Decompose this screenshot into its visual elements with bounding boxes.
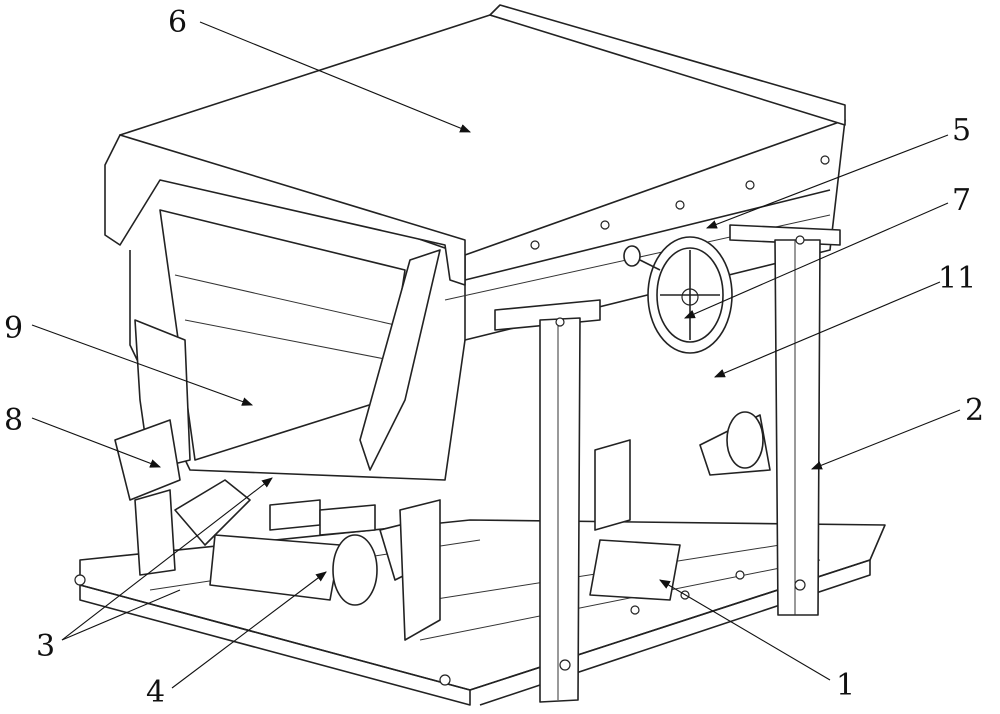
label-4: 4: [146, 675, 165, 710]
label-11: 11: [938, 261, 976, 296]
label-6: 6: [168, 5, 187, 40]
uprights: [114, 224, 841, 703]
label-3: 3: [36, 629, 55, 664]
label-2: 2: [965, 393, 984, 428]
top-bolts: [530, 155, 830, 250]
label-9: 9: [4, 311, 23, 346]
handwheel: [623, 236, 733, 354]
label-1: 1: [836, 668, 855, 703]
chute: [134, 209, 441, 471]
reference-labels: 6 5 7 11 9 8 2 3 4 1: [4, 5, 984, 710]
leader-lines: [31, 21, 961, 689]
label-7: 7: [952, 183, 971, 218]
label-5: 5: [952, 113, 971, 148]
label-8: 8: [4, 403, 23, 438]
